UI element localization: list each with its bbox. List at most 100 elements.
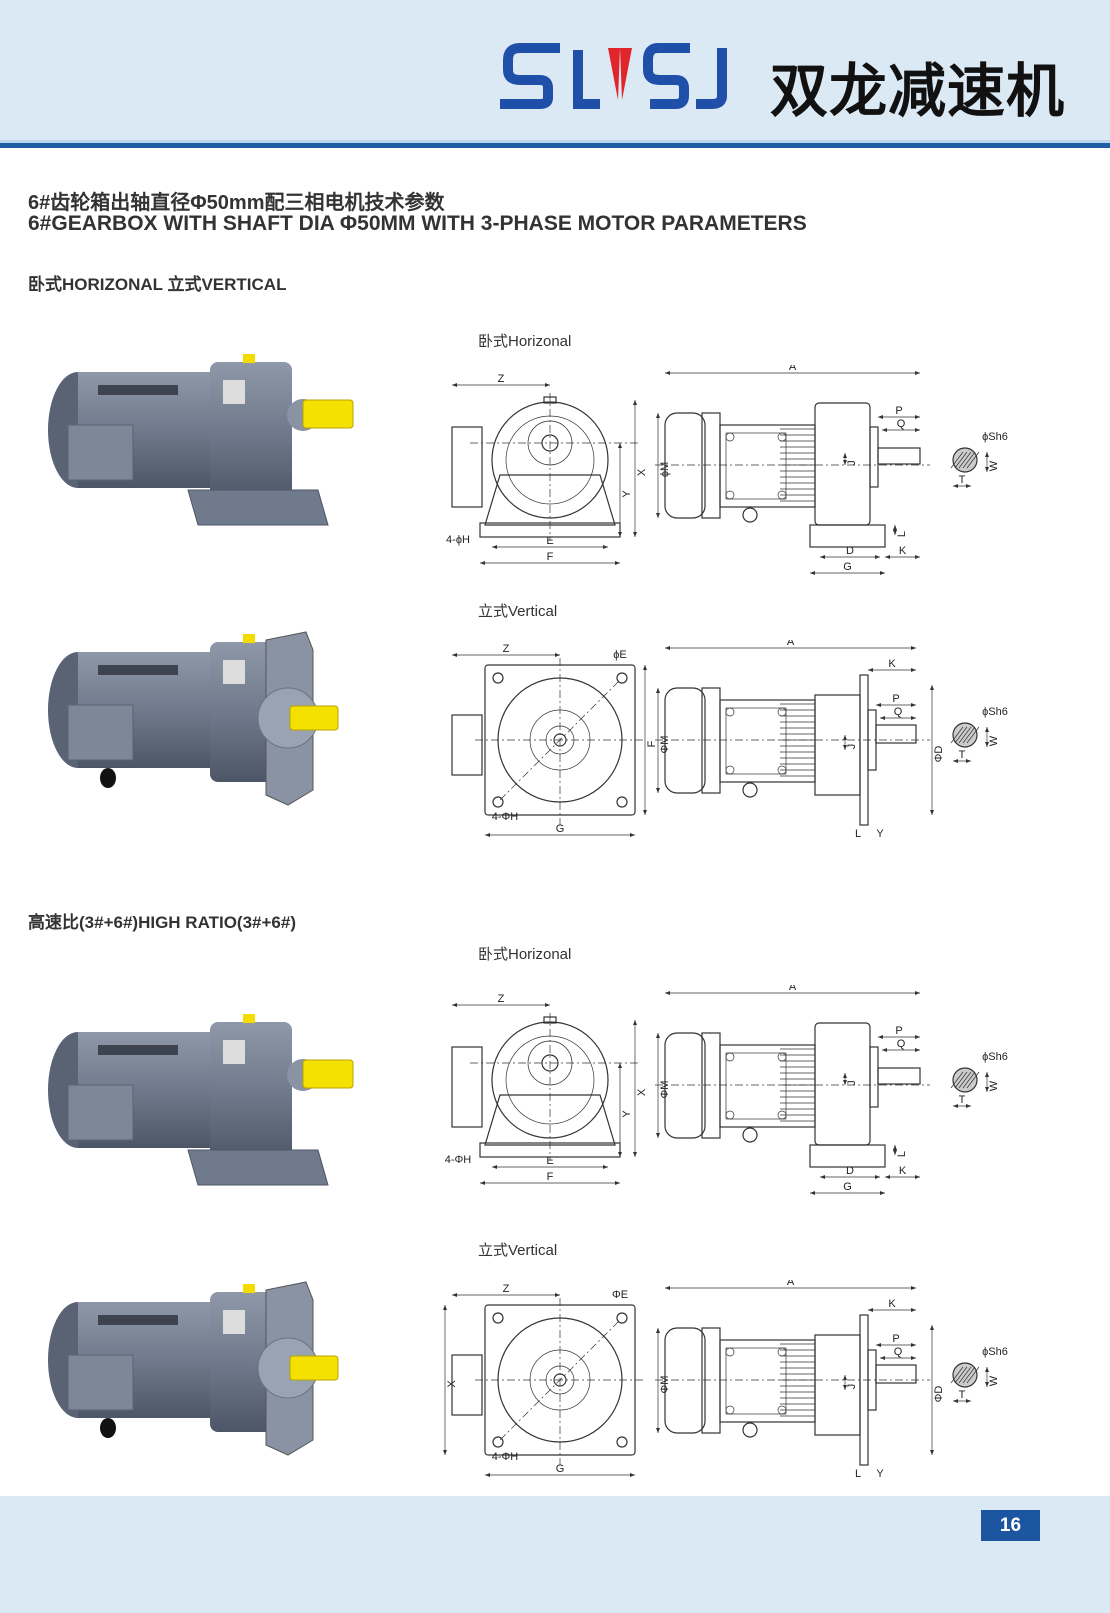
output-shaft [289, 1355, 339, 1381]
screw-icon [725, 1052, 735, 1062]
bolt-hole-icon [616, 796, 628, 808]
fan-cover [664, 1032, 706, 1139]
vent-plug [243, 354, 255, 363]
arrow [878, 415, 920, 419]
terminal-plate [725, 707, 787, 775]
dimension-label: D [846, 1165, 854, 1177]
terminal-box [451, 426, 483, 508]
mounting-foot [187, 1149, 329, 1186]
dimension-label: ϕM [659, 462, 671, 477]
dimension-label: W [988, 1375, 1000, 1386]
gearbox [814, 1022, 871, 1146]
arrow [868, 668, 916, 672]
output-shaft [302, 1059, 354, 1089]
dimension-label: W [988, 1080, 1000, 1091]
arrow [985, 452, 989, 472]
dimension-label: L [855, 828, 861, 840]
dimension-label: J [846, 460, 858, 466]
gearbox-label [223, 660, 245, 684]
dimension-label: T [959, 1094, 966, 1106]
screw-icon [777, 1347, 787, 1357]
dimension-label: Q [894, 706, 903, 718]
dimension-label: A [789, 365, 797, 373]
screw-icon [777, 432, 787, 442]
hatch [954, 1366, 968, 1384]
dimension-label: P [892, 693, 899, 705]
dimension-label: F [646, 740, 658, 747]
dimension-label: Y [621, 1110, 633, 1118]
motor-nameplate-strip [98, 1045, 178, 1055]
dimension-label: J [846, 744, 858, 750]
dimension-label: ϕSh6 [982, 431, 1008, 443]
arrow [985, 1072, 989, 1092]
dimension-label: A [787, 640, 795, 648]
dimension-label: L [896, 1151, 908, 1157]
screw-icon [725, 1110, 735, 1120]
bolt-hole-icon [616, 1312, 628, 1324]
arrow [953, 484, 971, 488]
dimension-label: K [888, 1298, 896, 1310]
diagram-label: 卧式Horizonal [478, 333, 572, 350]
diagram-label: 立式Vertical [478, 1242, 558, 1259]
terminal-box [67, 704, 134, 761]
section-heading-standard: 卧式HORIZONAL 立式VERTICAL [28, 275, 287, 294]
hatch [950, 726, 964, 744]
arrow [893, 1145, 897, 1155]
gearbox-label [223, 1310, 245, 1334]
output-shaft [877, 447, 921, 465]
dimension-label: L [855, 1468, 861, 1480]
page-title-cn: 6#齿轮箱出轴直径Φ50mm配三相电机技术参数 [28, 192, 445, 214]
fan-cover [664, 412, 706, 519]
vent-plug [243, 1284, 255, 1293]
dimension-label: A [787, 1280, 795, 1288]
vent-plug [243, 1014, 255, 1023]
mounting-foot [187, 489, 329, 526]
dimension-label: F [547, 1171, 554, 1183]
dimension-label: T [959, 1389, 966, 1401]
cable-gland [100, 768, 116, 788]
arrow [953, 759, 971, 763]
dimension-label: E [546, 535, 553, 547]
diagonal [499, 679, 621, 801]
dimension-label: Q [897, 1038, 906, 1050]
dimension-label: X [446, 1380, 458, 1388]
screw-icon [725, 490, 735, 500]
dimension-label: W [988, 460, 1000, 471]
terminal-plate [725, 432, 787, 500]
bolt-hole-icon [492, 1436, 504, 1448]
terminal-box [67, 424, 134, 481]
dimension-label: ΦD [933, 746, 945, 763]
terminal-box [451, 1354, 483, 1416]
screw-icon [777, 707, 787, 717]
screw-icon [777, 1405, 787, 1415]
cable-gland-icon [742, 507, 758, 523]
arrow [953, 1104, 971, 1108]
screw-icon [777, 1110, 787, 1120]
screw-icon [725, 1405, 735, 1415]
page-number: 16 [981, 1510, 1040, 1541]
dimension-label: ΦE [612, 1289, 628, 1301]
page-title-en: 6#GEARBOX WITH SHAFT DIA Φ50MM WITH 3-PH… [28, 212, 807, 235]
header-rule-light [0, 140, 1110, 143]
terminal-box [451, 714, 483, 776]
dimension-label: Z [503, 643, 510, 655]
header-rule [0, 143, 1110, 148]
diagram-label: 立式Vertical [478, 603, 558, 620]
cable-gland [100, 1418, 116, 1438]
fan-cover [664, 687, 706, 794]
dimension-label: P [892, 1333, 899, 1345]
diagonal [499, 1319, 621, 1441]
dimension-label: F [547, 551, 554, 563]
pilot [869, 1046, 879, 1108]
mounting-flange [859, 674, 869, 826]
arrow [843, 735, 847, 750]
dimension-label: X [636, 468, 648, 476]
bolt-hole-icon [492, 672, 504, 684]
bolt-hole-icon [492, 796, 504, 808]
dimension-label: ΦM [659, 736, 671, 754]
dimension-label: K [888, 658, 896, 670]
dimension-label: T [959, 749, 966, 761]
dimension-label: K [899, 545, 907, 557]
swsj-logo [500, 43, 727, 109]
screw-icon [725, 1347, 735, 1357]
